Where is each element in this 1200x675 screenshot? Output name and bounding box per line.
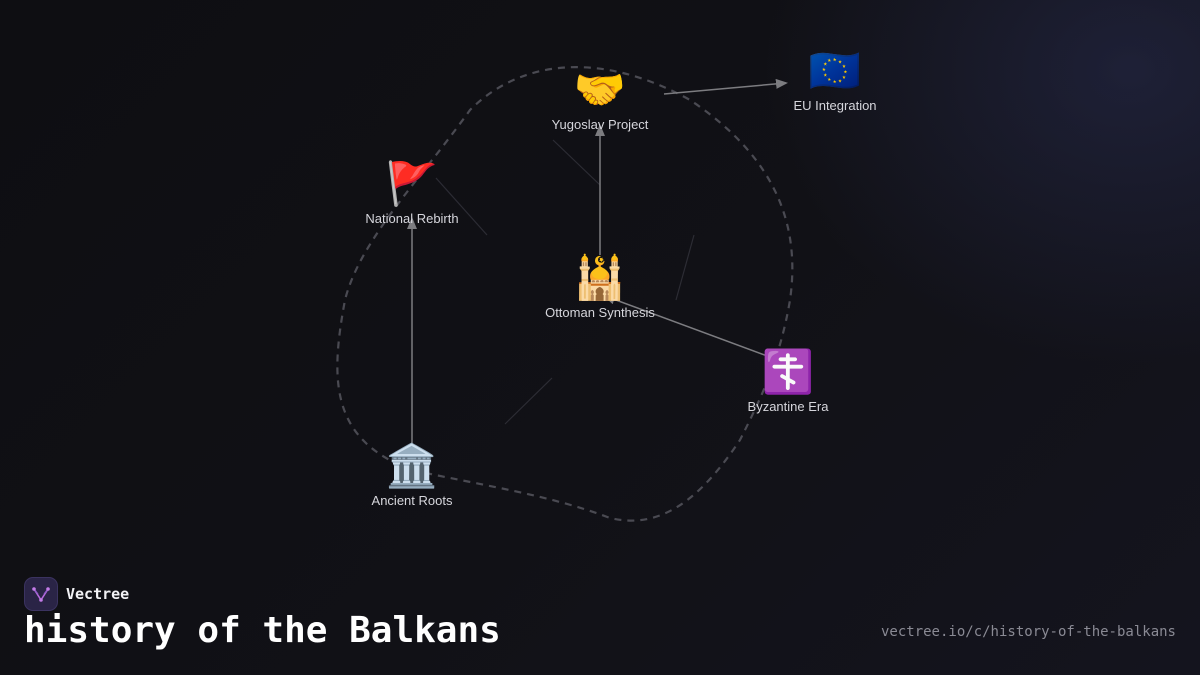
cluster-hull <box>336 66 794 522</box>
node-ottoman-synthesis[interactable]: 🕌 Ottoman Synthesis <box>510 253 690 320</box>
node-national-rebirth[interactable]: 🚩 National Rebirth <box>322 159 502 226</box>
page-url[interactable]: vectree.io/c/history-of-the-balkans <box>880 624 1176 640</box>
node-byzantine-era[interactable]: ☦️ Byzantine Era <box>698 347 878 414</box>
vectree-logo-icon <box>24 577 58 611</box>
node-label: Byzantine Era <box>747 399 829 414</box>
classical-building-icon: 🏛️ <box>385 441 439 490</box>
node-label: EU Integration <box>793 98 877 113</box>
node-label: Ancient Roots <box>371 493 453 508</box>
orthodox-cross-icon: ☦️ <box>761 347 815 396</box>
node-yugoslav-project[interactable]: 🤝 Yugoslav Project <box>510 65 690 132</box>
eu-flag-icon: 🇪🇺 <box>808 46 862 95</box>
node-label: Yugoslav Project <box>551 117 649 132</box>
page-title: history of the Balkans <box>24 610 501 651</box>
node-label: Ottoman Synthesis <box>545 305 655 320</box>
node-label: National Rebirth <box>365 211 459 226</box>
mosque-icon: 🕌 <box>573 253 627 302</box>
edge-byzantine-to-ottoman <box>603 294 771 358</box>
node-eu-integration[interactable]: 🇪🇺 EU Integration <box>745 46 925 113</box>
node-ancient-roots[interactable]: 🏛️ Ancient Roots <box>322 441 502 508</box>
edges <box>407 78 788 460</box>
red-flag-icon: 🚩 <box>385 159 439 208</box>
brand: Vectree <box>24 577 129 611</box>
background-lines <box>435 139 695 425</box>
edge-yugoslav-to-eu <box>663 78 788 95</box>
handshake-icon: 🤝 <box>573 65 627 114</box>
brand-name: Vectree <box>66 585 130 603</box>
